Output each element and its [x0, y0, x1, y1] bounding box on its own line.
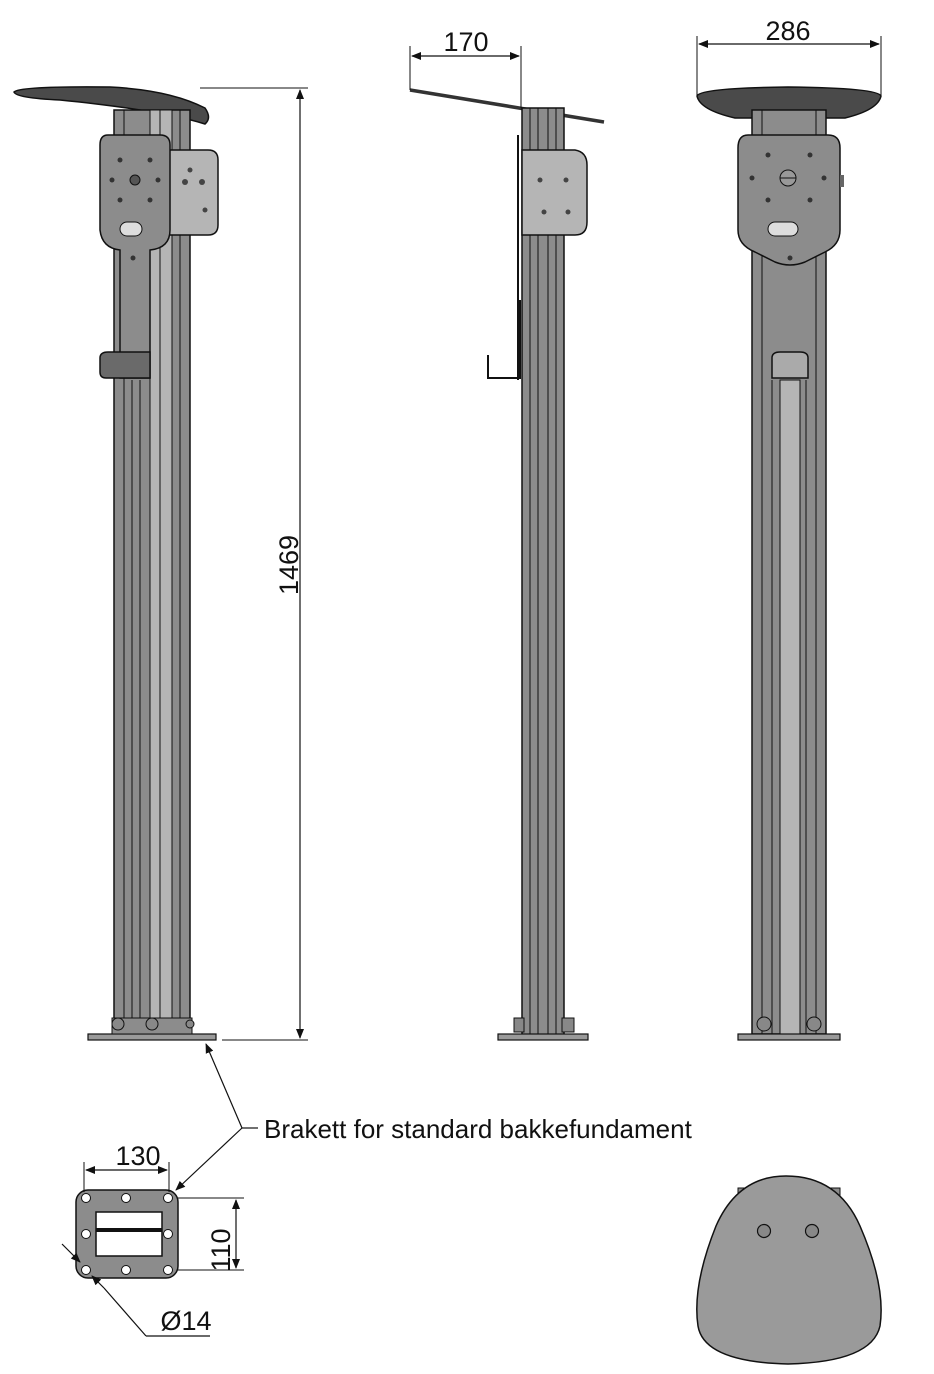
- post-view-left: [13, 86, 219, 1041]
- cable-hook: [99, 351, 151, 379]
- mount-plate-side: [167, 149, 219, 236]
- bracket-width-dimension: 130: [83, 1141, 170, 1192]
- hole-diameter-dimension: Ø14: [61, 1243, 212, 1337]
- mounting-hole: [804, 1223, 820, 1239]
- bracket-height-dimension: 110: [178, 1197, 244, 1272]
- hole-diameter-label: Ø14: [160, 1306, 211, 1336]
- roof-width-label: 286: [765, 16, 810, 46]
- base-plate: [737, 1033, 841, 1041]
- roof-disc: [696, 86, 882, 119]
- mount-plate-side: [521, 149, 588, 236]
- top-width-dimension: 170: [409, 27, 522, 108]
- mount-plate-front: [737, 134, 841, 266]
- base-plate: [497, 1033, 589, 1041]
- callout-text: Brakett for standard bakkefundament: [264, 1114, 693, 1144]
- bracket-height-label: 110: [206, 1228, 236, 1271]
- roof-disc: [13, 86, 210, 125]
- roof-plate-outline: [696, 1175, 882, 1365]
- bracket-callout: Brakett for standard bakkefundament: [175, 1043, 693, 1191]
- cable-hook: [771, 351, 809, 379]
- post-column: [521, 107, 565, 1037]
- bracket-width-label: 130: [115, 1141, 160, 1171]
- top-width-label: 170: [443, 27, 488, 57]
- height-dimension: 1469: [200, 87, 308, 1041]
- base-plate: [87, 1033, 217, 1041]
- height-label: 1469: [274, 535, 304, 595]
- post-view-front: [696, 86, 882, 1041]
- bracket-plate-view: [75, 1189, 179, 1279]
- mounting-hole: [756, 1223, 772, 1239]
- roof-edge: [409, 88, 605, 124]
- roof-top-view: [696, 1175, 882, 1365]
- cable-hook: [487, 300, 521, 379]
- post-view-side: [409, 88, 605, 1041]
- roof-width-dimension: 286: [696, 16, 882, 96]
